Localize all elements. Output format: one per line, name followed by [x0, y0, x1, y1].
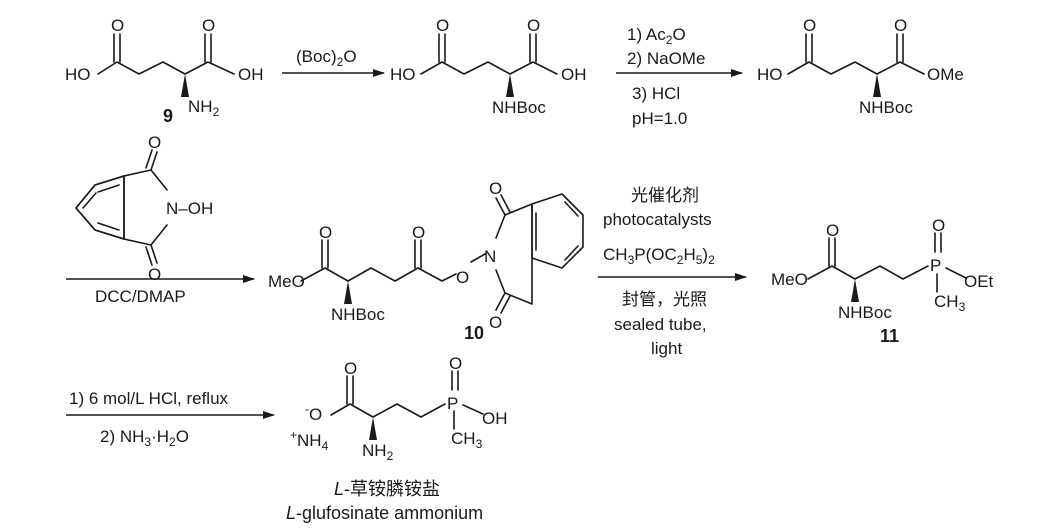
- atom-nhboc: NHBoc: [331, 305, 385, 324]
- reaction-step-2: 1) Ac2O 2) NaOMe 3) HCl pH=1.0: [616, 25, 743, 128]
- atom-o: O: [894, 16, 907, 35]
- atom-carboxylate: -O: [305, 402, 322, 424]
- atom-o: O: [148, 133, 161, 152]
- atom-o: O: [527, 16, 540, 35]
- atom-nh2: NH2: [362, 441, 394, 463]
- atom-ch3: CH3: [934, 292, 966, 314]
- product-name-cn: L-草铵膦铵盐: [334, 479, 440, 499]
- atom-p: P: [447, 394, 458, 413]
- atom-n-oh: N–OH: [166, 199, 213, 218]
- reagent-dcc-dmap: DCC/DMAP: [95, 287, 186, 306]
- atom-o: O: [202, 16, 215, 35]
- atom-o: O: [803, 16, 816, 35]
- compound-label-10: 10: [464, 323, 484, 343]
- compound-9: O O HO OH NH2 9: [65, 16, 264, 126]
- reagent-phosphonite: CH3P(OC2H5)2: [603, 245, 715, 267]
- compound-glufosinate-ammonium: O O P OH CH3 -O +NH4 NH2 L-草铵膦铵盐 L-glufo…: [286, 354, 508, 523]
- atom-ch3: CH3: [451, 429, 483, 451]
- atom-meo: MeO: [771, 270, 808, 289]
- atom-ome: OMe: [927, 65, 964, 84]
- reagent-ammonia: 2) NH3·H2O: [100, 427, 189, 449]
- reagent-ac2o: 1) Ac2O: [627, 25, 686, 47]
- reagent-ph: pH=1.0: [632, 109, 687, 128]
- atom-oh: OH: [482, 409, 508, 428]
- reagent-photocatalyst-cn: 光催化剂: [631, 186, 699, 205]
- atom-ho: HO: [757, 65, 783, 84]
- atom-o: O: [449, 354, 462, 373]
- atom-o: O: [319, 223, 332, 242]
- reaction-step-1: (Boc)2O: [282, 47, 385, 77]
- reagent-conditions-light: light: [651, 339, 682, 358]
- reagent-photocatalyst-en: photocatalysts: [603, 210, 712, 229]
- atom-ho: HO: [65, 65, 91, 84]
- reaction-step-5: 1) 6 mol/L HCl, reflux 2) NH3·H2O: [66, 389, 275, 449]
- reaction-step-3: DCC/DMAP: [66, 275, 255, 306]
- compound-label-9: 9: [163, 106, 173, 126]
- reaction-step-4: 光催化剂 photocatalysts CH3P(OC2H5)2 封管，光照 s…: [598, 186, 747, 358]
- atom-ho: HO: [390, 65, 416, 84]
- atom-o: O: [344, 359, 357, 378]
- n-hydroxyphthalimide: O O N–OH: [75, 133, 213, 284]
- atom-meo: MeO: [268, 272, 305, 291]
- atom-oh: OH: [238, 65, 264, 84]
- reagent-hcl-reflux: 1) 6 mol/L HCl, reflux: [69, 389, 229, 408]
- atom-nh2: NH2: [188, 97, 220, 119]
- atom-o: O: [148, 265, 161, 284]
- atom-oh: OH: [561, 65, 587, 84]
- reagent-naome: 2) NaOMe: [627, 49, 705, 68]
- product-name-en: L-glufosinate ammonium: [286, 503, 483, 523]
- atom-nhboc: NHBoc: [838, 303, 892, 322]
- reagent-boc2o: (Boc)2O: [296, 47, 357, 69]
- atom-o: O: [826, 221, 839, 240]
- atom-ammonium: +NH4: [290, 428, 329, 453]
- atom-p: P: [930, 256, 941, 275]
- reagent-conditions-en: sealed tube,: [614, 315, 707, 334]
- atom-n: N: [484, 247, 496, 266]
- compound-boc-glu-ome: O O HO OMe NHBoc: [757, 16, 964, 117]
- atom-o: O: [412, 223, 425, 242]
- atom-o: O: [489, 179, 502, 198]
- atom-o: O: [932, 216, 945, 235]
- compound-boc-glu: O O HO OH NHBoc: [390, 16, 587, 117]
- reagent-conditions-cn: 封管，光照: [622, 290, 707, 309]
- atom-o: O: [111, 16, 124, 35]
- atom-o: O: [436, 16, 449, 35]
- atom-nhboc: NHBoc: [492, 98, 546, 117]
- compound-label-11: 11: [880, 326, 899, 346]
- atom-o: O: [456, 268, 469, 287]
- compound-11: O O P OEt CH3 MeO NHBoc 11: [771, 216, 994, 346]
- atom-o: O: [489, 313, 502, 332]
- atom-oet: OEt: [964, 272, 994, 291]
- reagent-hcl: 3) HCl: [632, 84, 680, 103]
- atom-nhboc: NHBoc: [859, 98, 913, 117]
- compound-10: O O MeO O N O O NHBoc 10: [268, 179, 584, 343]
